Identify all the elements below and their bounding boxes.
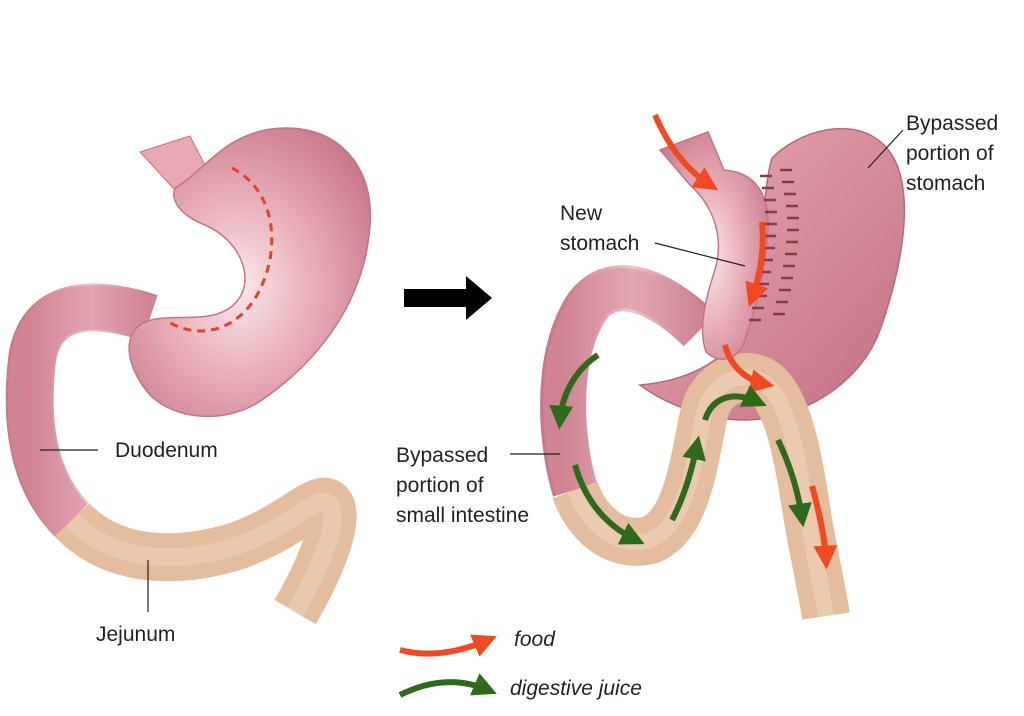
food-arrow-outlet: [722, 344, 775, 393]
juice-arrow-5: [775, 438, 812, 528]
food-arrow-intestine: [809, 485, 838, 570]
planned-cut-line: [164, 166, 274, 333]
food-arrow-esophagus: [652, 113, 719, 191]
juice-arrow-1: [549, 352, 600, 430]
bypassed-stomach-leader: [867, 129, 904, 169]
jejunum-label: Jejunum: [96, 623, 175, 646]
bypass-anatomy: [540, 113, 906, 620]
new-stomach: [658, 131, 769, 360]
original-anatomy: [5, 127, 372, 625]
juice-arrow-4: [702, 385, 767, 422]
bypassed-intestine-label: Bypassed portion of small intestine: [396, 444, 529, 527]
new-stomach-leader: [654, 242, 746, 267]
legend-food-arrow-icon: [399, 634, 497, 657]
legend: food digestive juice: [398, 628, 642, 700]
juice-arrow-3: [669, 435, 706, 522]
juice-arrow-2: [572, 464, 645, 545]
legend-juice-arrow-icon: [398, 673, 497, 698]
duodenum-label: Duodenum: [115, 439, 218, 462]
bypassed-stomach-label: Bypassed portion of stomach: [906, 112, 1004, 195]
stomach: [128, 127, 372, 418]
transition-arrow: [404, 276, 492, 320]
new-stomach-label: New stomach: [560, 202, 639, 255]
legend-juice-label: digestive juice: [510, 677, 642, 700]
food-arrow-pouch: [745, 221, 769, 308]
legend-food-label: food: [514, 628, 556, 651]
